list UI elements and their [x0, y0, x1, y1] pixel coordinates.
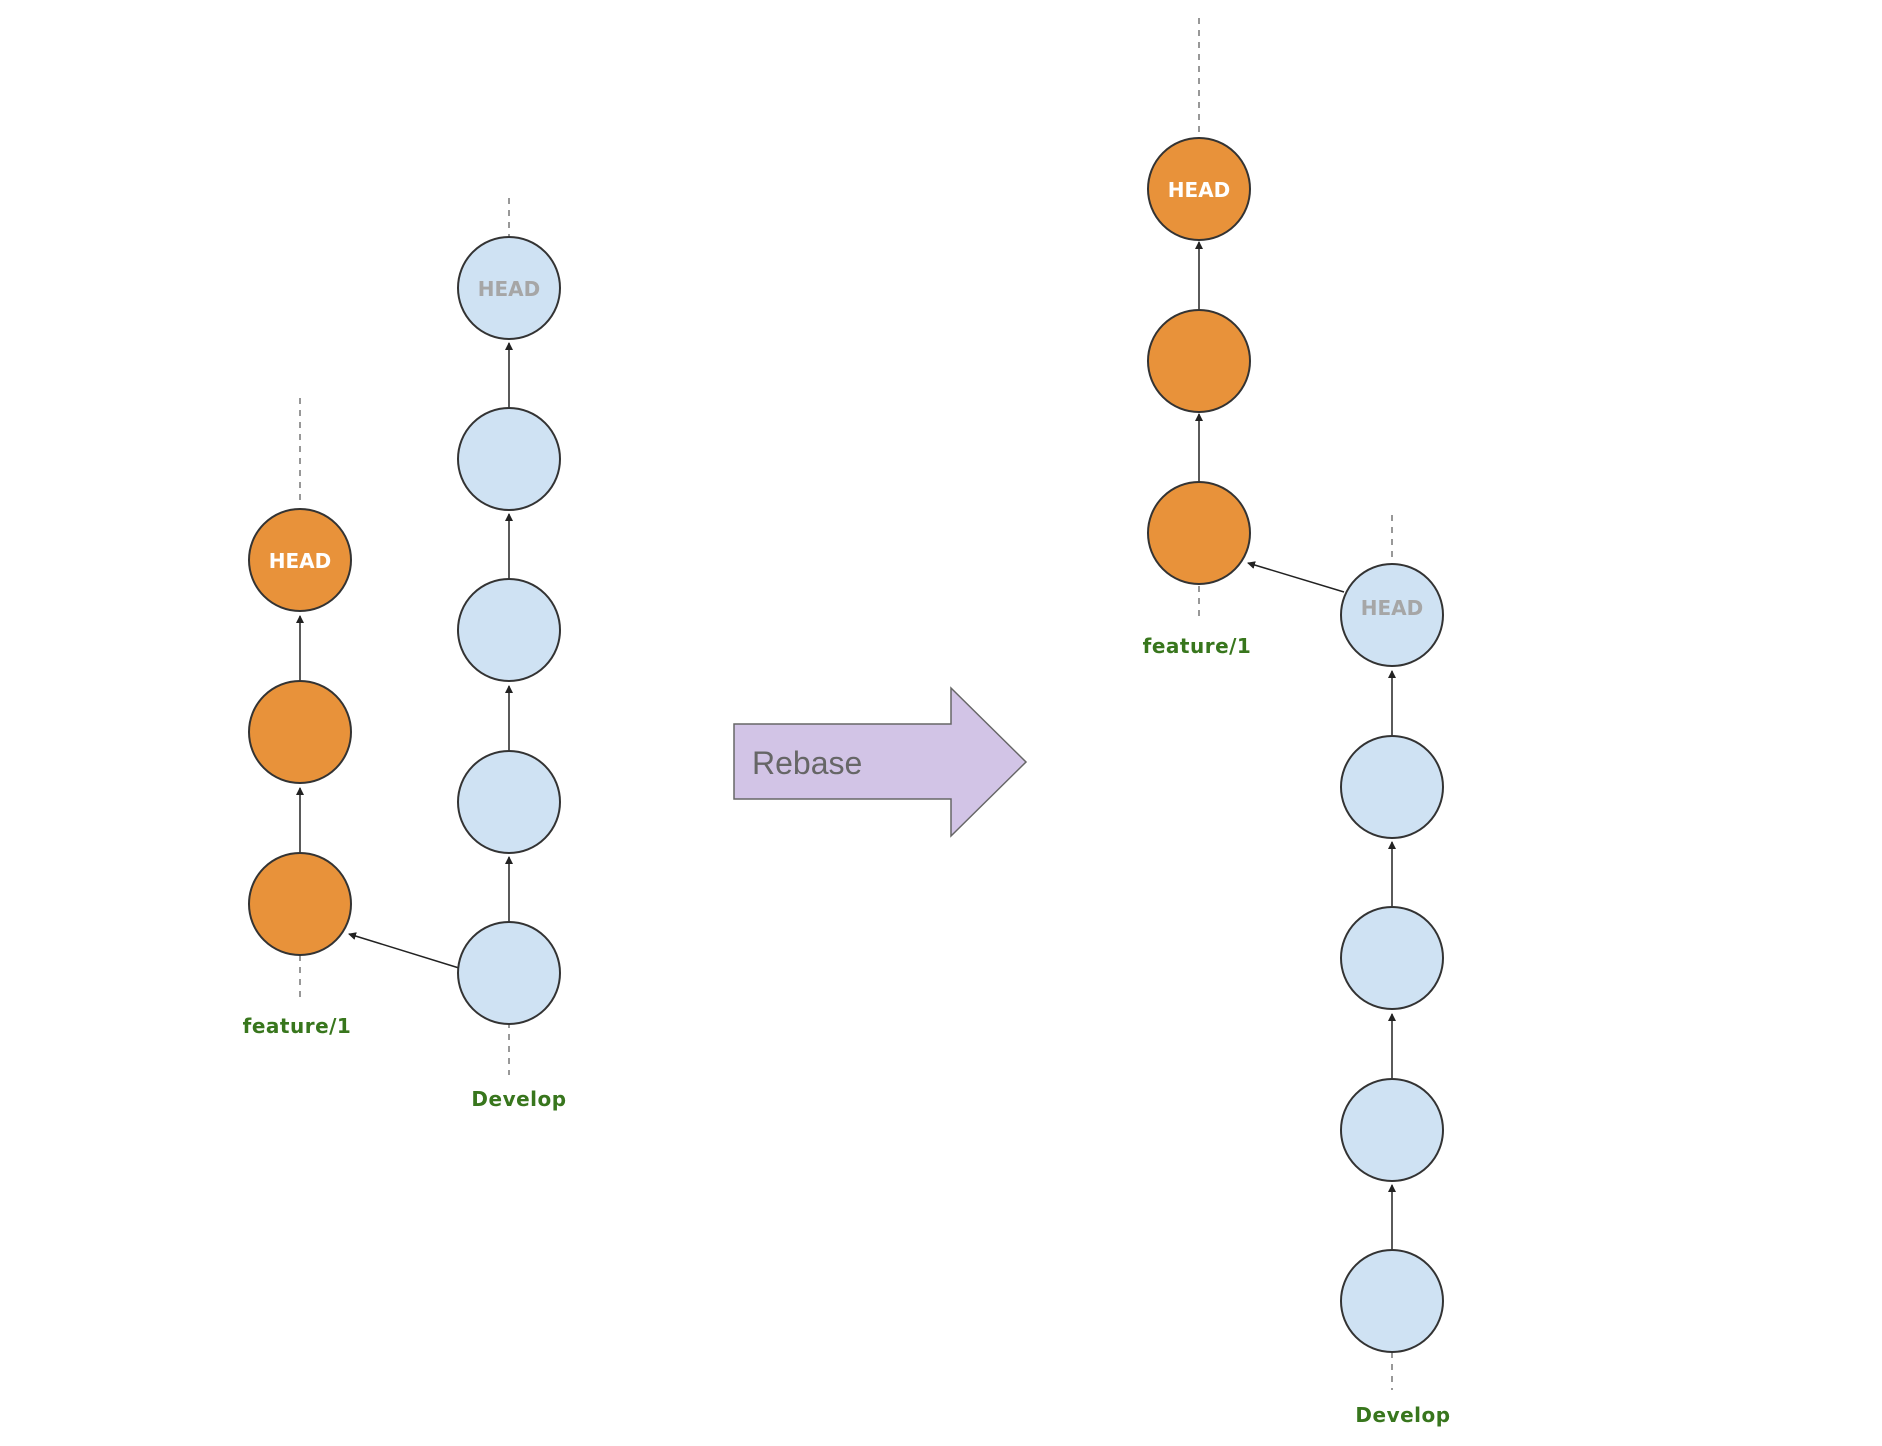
before-feature-commit-1 — [248, 852, 352, 956]
before-feature-commit-3 — [248, 508, 352, 612]
before-develop-commit-1 — [457, 921, 561, 1025]
rebase-label: Rebase — [752, 745, 862, 781]
before-cross-edge — [348, 932, 460, 969]
after-graph: HEAD HEAD feature/1 Develop — [1143, 18, 1450, 1427]
before-develop-commit-3 — [457, 578, 561, 682]
after-develop-head-label: HEAD — [1361, 596, 1423, 620]
after-develop-branch-label: Develop — [1355, 1403, 1450, 1427]
before-develop-branch-label: Develop — [471, 1087, 566, 1111]
rebase-arrow-shape — [733, 686, 1028, 838]
after-feature-commit-3 — [1147, 137, 1251, 241]
after-cross-edge — [1247, 561, 1345, 593]
after-develop-commit-1 — [1340, 1249, 1444, 1353]
before-develop-commit-5 — [457, 236, 561, 340]
after-develop-commit-4 — [1340, 735, 1444, 839]
after-develop-commit-3 — [1340, 906, 1444, 1010]
after-develop-commit-2 — [1340, 1078, 1444, 1182]
before-feature-branch-label: feature/1 — [243, 1014, 352, 1038]
before-feature-commit-2 — [248, 680, 352, 784]
after-feature-commit-1 — [1147, 481, 1251, 585]
rebase-arrow: Rebase — [733, 686, 1028, 838]
after-develop-commit-5 — [1340, 563, 1444, 667]
before-graph: HEAD HEAD feature/1 Develop — [243, 198, 566, 1111]
before-feature-head-label: HEAD — [269, 549, 331, 573]
after-feature-branch-label: feature/1 — [1143, 634, 1252, 658]
before-develop-head-label: HEAD — [478, 277, 540, 301]
after-feature-commit-2 — [1147, 309, 1251, 413]
before-develop-commit-2 — [457, 750, 561, 854]
after-feature-head-label: HEAD — [1168, 178, 1230, 202]
before-develop-commit-4 — [457, 407, 561, 511]
